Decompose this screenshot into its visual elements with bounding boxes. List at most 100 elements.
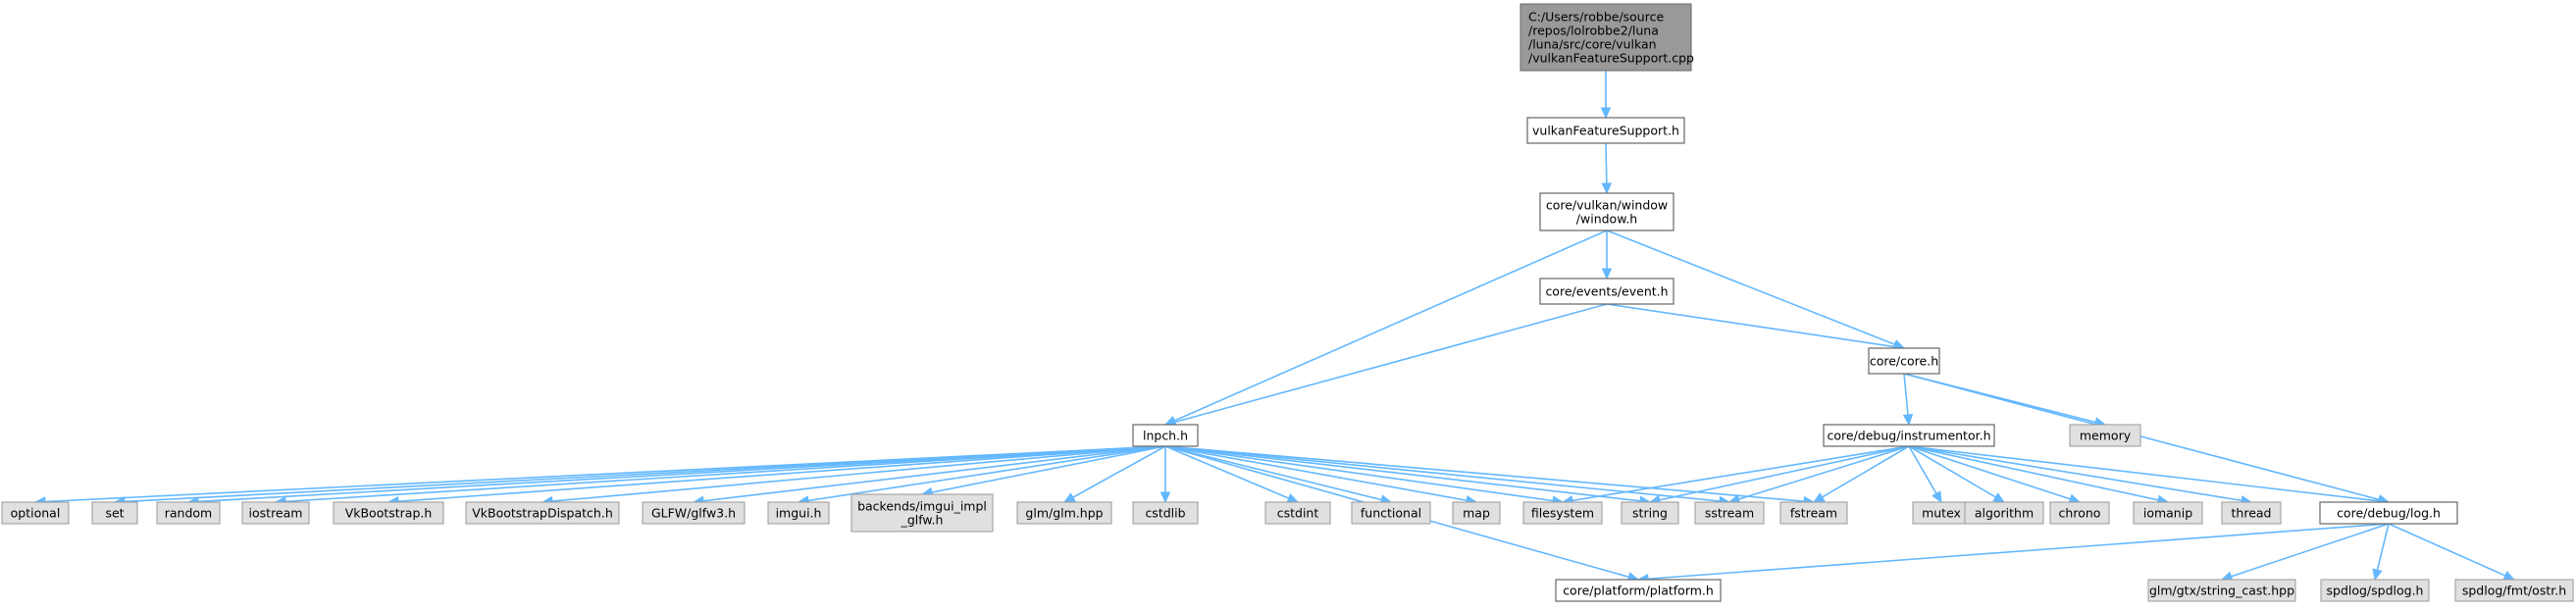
node-chrono: chrono	[2049, 501, 2110, 525]
node-iostream: iostream	[241, 501, 310, 525]
node-label-optional: optional	[11, 506, 61, 521]
node-platform_h[interactable]: core/platform/platform.h	[1555, 579, 1722, 602]
arrowhead-cstdint	[1286, 493, 1300, 503]
edges-layer	[33, 71, 2516, 585]
edge-lnpch_h-to-vkbootstrapdispatch	[551, 445, 1166, 502]
edge-lnpch_h-to-imgui	[807, 445, 1166, 502]
nodes-layer: C:/Users/robbe/source/repos/lolrobbe2/lu…	[1, 3, 2574, 602]
edge-core_h-to-instrumentor_h	[1903, 373, 1909, 416]
node-random: random	[156, 501, 221, 525]
edge-instrumentor_h-to-mutex	[1908, 445, 1937, 494]
node-box-glm	[1016, 501, 1112, 525]
edge-instrumentor_h-to-log_h	[1908, 445, 2380, 502]
arrowhead-vfs_h	[1600, 107, 1612, 120]
node-box-core_h[interactable]	[1868, 347, 1940, 375]
node-spdlog: spdlog/spdlog.h	[2320, 579, 2430, 602]
node-box-log_h[interactable]	[2319, 501, 2458, 525]
node-label-vfs_h: vulkanFeatureSupport.h	[1532, 124, 1679, 138]
edge-lnpch_h-to-sstream	[1164, 445, 1721, 502]
node-label-spdlog: spdlog/spdlog.h	[2327, 584, 2424, 598]
node-box-root[interactable]	[1520, 3, 1692, 72]
node-label-iomanip: iomanip	[2143, 506, 2192, 521]
node-label-string: string	[1632, 506, 1668, 521]
node-label-filesystem: filesystem	[1531, 506, 1594, 521]
node-mutex: mutex	[1912, 501, 1971, 525]
node-label-thread: thread	[2232, 506, 2272, 521]
node-filesystem: filesystem	[1522, 501, 1603, 525]
node-set: set	[91, 501, 138, 525]
edge-lnpch_h-to-functional	[1164, 445, 1382, 501]
node-label-functional: functional	[1361, 506, 1421, 521]
node-box-vkbootstrapdispatch	[465, 501, 620, 525]
node-label-core_h: core/core.h	[1870, 354, 1938, 369]
edge-log_h-to-spdlog	[2376, 523, 2390, 571]
node-box-string_cast	[2147, 579, 2296, 602]
node-label-vkbootstrap: VkBootstrap.h	[345, 506, 433, 521]
node-instrumentor_h[interactable]: core/debug/instrumentor.h	[1823, 424, 1995, 447]
edge-instrumentor_h-to-fstream	[1822, 445, 1910, 498]
edge-lnpch_h-to-cstdint	[1164, 445, 1290, 499]
arrowhead-glm	[1062, 492, 1076, 503]
node-box-platform_h[interactable]	[1555, 579, 1722, 602]
edge-event_h-to-core_h	[1606, 303, 1895, 348]
node-box-set	[91, 501, 138, 525]
node-core_h[interactable]: core/core.h	[1868, 347, 1940, 375]
node-box-event_h[interactable]	[1539, 278, 1674, 305]
node-box-imgui	[767, 501, 830, 525]
node-label-glfw: GLFW/glfw3.h	[651, 506, 736, 521]
node-box-thread	[2221, 501, 2282, 525]
node-label-platform_h: core/platform/platform.h	[1563, 584, 1714, 598]
edge-lnpch_h-to-glm	[1072, 445, 1166, 498]
arrowhead-algorithm	[1992, 492, 2006, 503]
node-box-memory	[2069, 424, 2141, 447]
node-label-root: /repos/lolrobbe2/luna	[1528, 24, 1659, 38]
node-box-lnpch_h[interactable]	[1132, 424, 1199, 447]
node-label-cstdint: cstdint	[1277, 506, 1319, 521]
node-imgui: imgui.h	[767, 501, 830, 525]
node-lnpch_h[interactable]: lnpch.h	[1132, 424, 1199, 447]
edge-instrumentor_h-to-algorithm	[1908, 445, 1996, 498]
node-box-vfs_h[interactable]	[1526, 117, 1685, 144]
node-box-chrono	[2049, 501, 2110, 525]
arrowhead-window_h	[1601, 182, 1613, 195]
node-label-log_h: core/debug/log.h	[2337, 506, 2441, 521]
node-map: map	[1452, 501, 1501, 525]
node-window_h[interactable]: core/vulkan/window/window.h	[1539, 192, 1674, 231]
node-string_cast: glm/gtx/string_cast.hpp	[2147, 579, 2296, 602]
arrowhead-spdlog	[2372, 568, 2383, 582]
node-thread: thread	[2221, 501, 2282, 525]
node-vkbootstrapdispatch: VkBootstrapDispatch.h	[465, 501, 620, 525]
node-algorithm: algorithm	[1964, 501, 2044, 525]
node-root[interactable]: C:/Users/robbe/source/repos/lolrobbe2/lu…	[1520, 3, 1694, 72]
node-box-imgui_impl	[850, 493, 994, 533]
node-string: string	[1621, 501, 1679, 525]
node-box-random	[156, 501, 221, 525]
node-label-root: /vulkanFeatureSupport.cpp	[1528, 51, 1694, 66]
node-label-window_h: /window.h	[1576, 212, 1637, 227]
node-label-algorithm: algorithm	[1975, 506, 2034, 521]
node-label-imgui_impl: backends/imgui_impl	[857, 499, 987, 514]
node-functional: functional	[1351, 501, 1431, 525]
edge-lnpch_h-to-filesystem	[1164, 445, 1554, 502]
node-label-map: map	[1463, 506, 1490, 521]
edge-instrumentor_h-to-thread	[1908, 445, 2242, 502]
arrowhead-instrumentor_h	[1902, 414, 1914, 427]
node-memory: memory	[2069, 424, 2141, 447]
edge-lnpch_h-to-random	[197, 445, 1166, 503]
arrowhead-fstream	[1812, 492, 1826, 503]
node-box-instrumentor_h[interactable]	[1823, 424, 1995, 447]
node-vfs_h[interactable]: vulkanFeatureSupport.h	[1526, 117, 1685, 144]
node-log_h[interactable]: core/debug/log.h	[2319, 501, 2458, 525]
node-ostr: spdlog/fmt/ostr.h	[2454, 579, 2574, 602]
node-label-memory: memory	[2080, 429, 2132, 443]
edge-lnpch_h-to-string	[1164, 445, 1641, 502]
edge-log_h-to-platform_h	[1647, 523, 2390, 581]
edge-instrumentor_h-to-sstream	[1738, 445, 1910, 500]
node-label-instrumentor_h: core/debug/instrumentor.h	[1827, 429, 1990, 443]
node-box-map	[1452, 501, 1501, 525]
node-glfw: GLFW/glfw3.h	[642, 501, 746, 525]
node-event_h[interactable]: core/events/event.h	[1539, 278, 1674, 305]
node-box-window_h[interactable]	[1539, 192, 1674, 231]
node-label-lnpch_h: lnpch.h	[1143, 429, 1188, 443]
node-label-chrono: chrono	[2059, 506, 2101, 521]
